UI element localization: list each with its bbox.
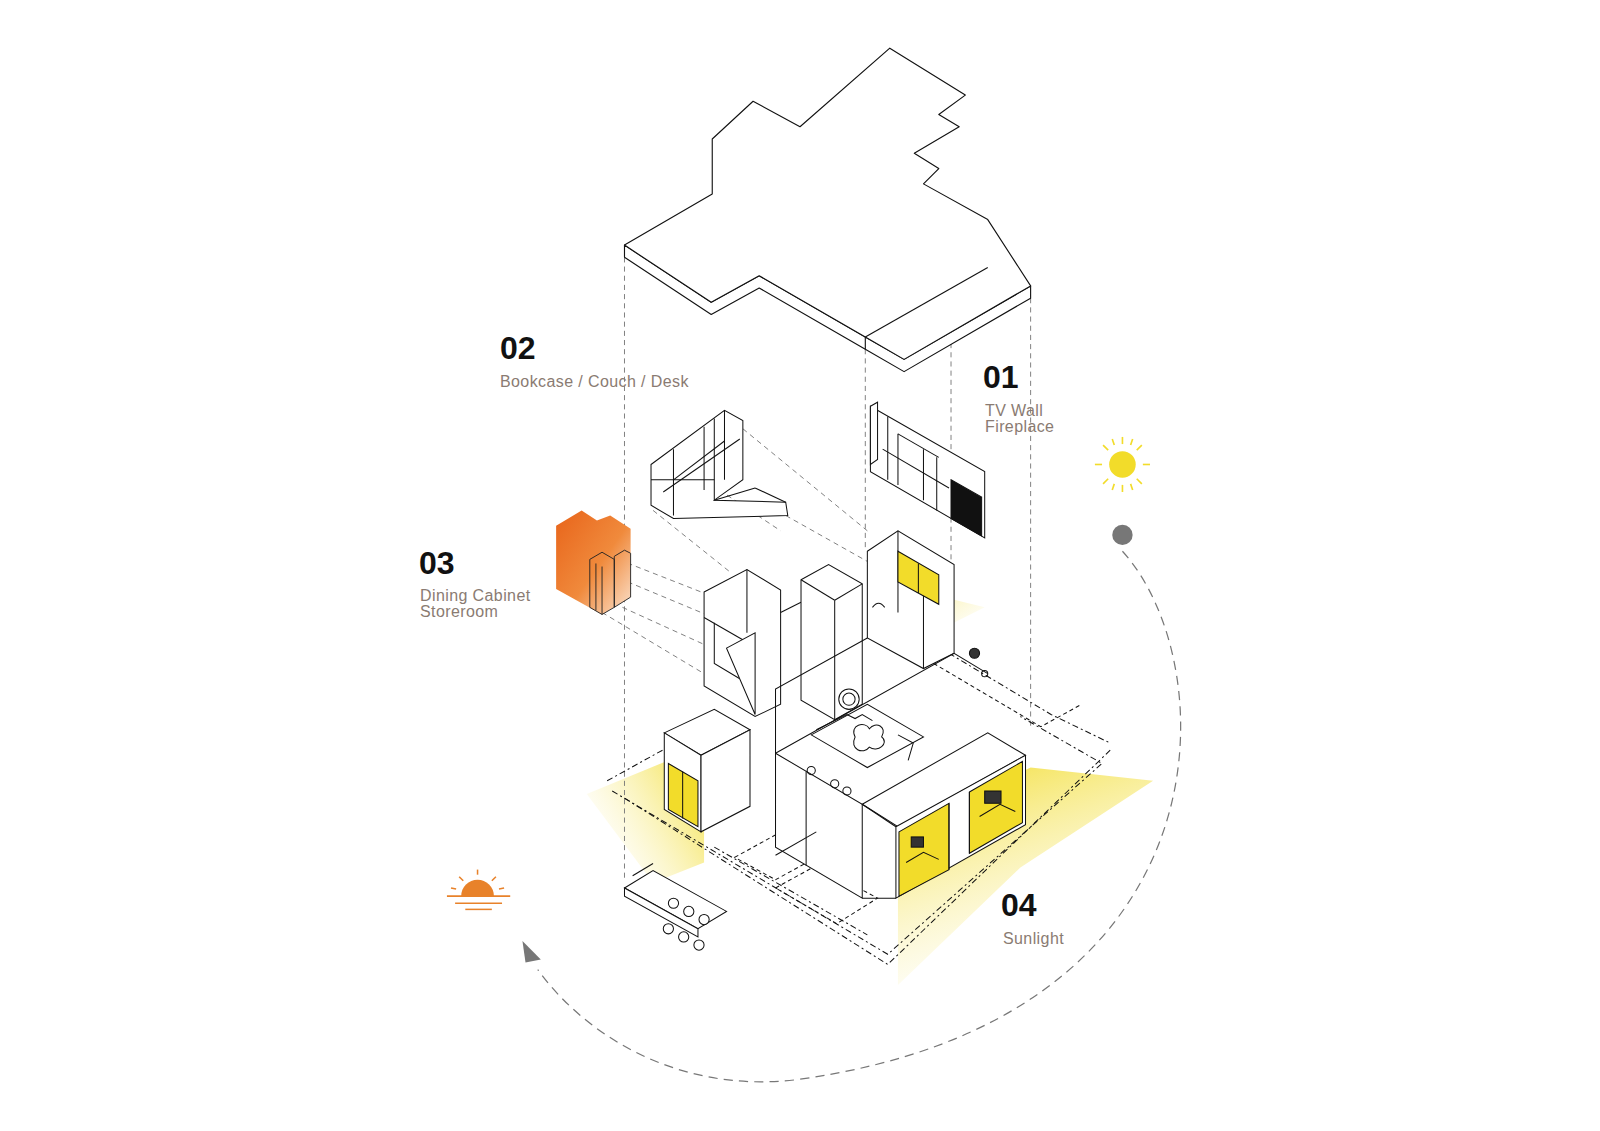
floor-plan (607, 531, 1110, 965)
sunset-icon (447, 870, 510, 910)
callout-number: 04 (1001, 888, 1037, 922)
callout-label: Bookcase / Couch / Desk (500, 374, 689, 390)
roof-slab (624, 48, 1030, 371)
sun-icon (1095, 437, 1150, 492)
dining-cabinet-piece (556, 510, 630, 614)
callout-number: 01 (983, 360, 1019, 394)
callout-label: TV Wall Fireplace (985, 403, 1075, 435)
callout-label: Sunlight (1003, 931, 1064, 947)
callout-number: 03 (419, 546, 455, 580)
bookcase-piece (651, 410, 788, 518)
callout-number: 02 (500, 331, 536, 365)
tv-wall-piece (870, 402, 984, 538)
callout-label: Dining Cabinet Storeroom (420, 588, 552, 620)
sun-path (522, 525, 1180, 1082)
